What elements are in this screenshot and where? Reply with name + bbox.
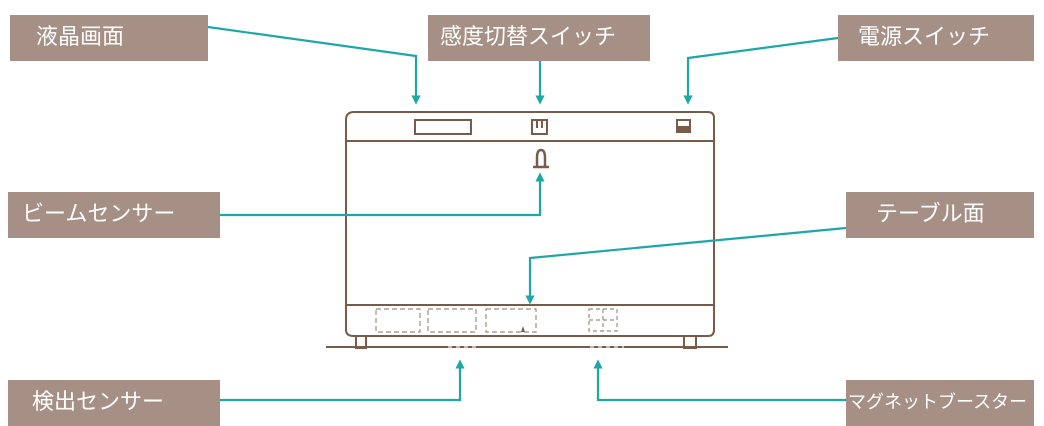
arrow-lcd-screen: [207, 25, 421, 105]
label-lcd-screen-text: 液晶画面: [36, 25, 125, 50]
label-lcd-screen: 液晶画面: [10, 15, 208, 61]
sensor-box-center: [427, 308, 477, 333]
table-arrow-tip: [521, 326, 525, 332]
label-power-switch: 電源スイッチ: [838, 15, 1034, 61]
magnet-booster-box: [588, 308, 618, 332]
label-sensitivity-switch-text: 感度切替スイッチ: [440, 25, 617, 50]
arrow-power-switch: [683, 36, 839, 105]
label-beam-sensor-text: ビームセンサー: [22, 202, 176, 227]
label-sensitivity-switch: 感度切替スイッチ: [428, 15, 650, 61]
foot-right: [683, 336, 697, 349]
device: [326, 111, 728, 349]
arrow-magnet-booster: [593, 359, 846, 402]
label-table-surface-text: テーブル面: [876, 202, 985, 227]
foot-left: [355, 336, 367, 349]
detection-sensor-boxes: [375, 308, 537, 333]
label-power-switch-text: 電源スイッチ: [858, 25, 991, 50]
arrow-detection-sensor: [220, 359, 465, 402]
label-detection-sensor-text: 検出センサー: [32, 390, 165, 415]
arrow-beam-sensor: [220, 172, 545, 217]
sensor-box-right: [485, 308, 537, 333]
toggle-switch-icon: [531, 119, 548, 135]
power-button-icon: [676, 119, 691, 133]
device-outline: [345, 111, 715, 337]
label-magnet-booster-text: マグネットブースター: [848, 392, 1028, 413]
sensor-box-left: [375, 308, 421, 333]
lcd-screen: [414, 119, 472, 135]
arrow-table-surface: [525, 226, 847, 305]
label-beam-sensor: ビームセンサー: [8, 192, 220, 238]
label-table-surface: テーブル面: [846, 192, 1034, 238]
keyhole-sensor-icon: [533, 148, 549, 169]
device-diagram: [207, 25, 847, 402]
